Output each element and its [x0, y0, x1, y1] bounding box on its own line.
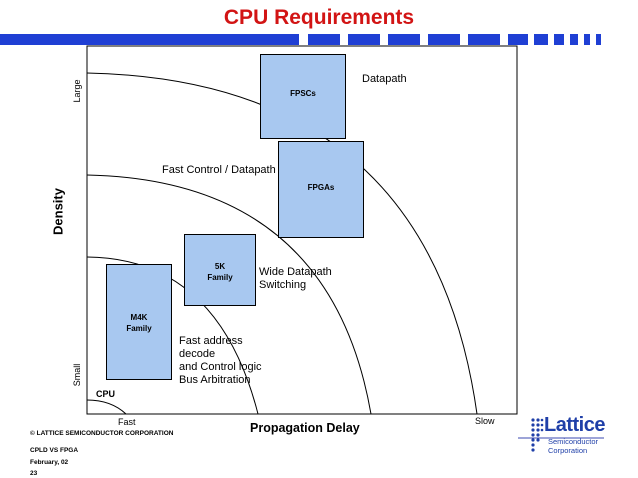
- logo-line1: Semiconductor: [548, 437, 599, 446]
- footer-page: 23: [30, 470, 38, 477]
- header-bar-seg: [468, 34, 500, 45]
- header-bar-seg: [554, 34, 564, 45]
- box-m4k-line2: Family: [126, 324, 152, 333]
- region-addr-line3: and Control logic: [179, 361, 262, 373]
- header-bar-seg: [388, 34, 420, 45]
- footer-date: February, 02: [30, 459, 69, 466]
- region-datapath: Datapath: [362, 73, 407, 85]
- header-bar-seg: [596, 34, 601, 45]
- cpu-label: CPU: [96, 389, 116, 399]
- header-bar-seg: [508, 34, 528, 45]
- header-bar-seg: [348, 34, 380, 45]
- region-addr-line2: decode: [179, 348, 216, 360]
- y-axis-bottom-label: Small: [72, 363, 82, 387]
- box-m4k-family: M4K Family: [106, 264, 172, 380]
- box-5k-line2: Family: [207, 273, 233, 282]
- box-fpgas-label: FPGAs: [307, 183, 335, 192]
- y-axis-top-label: Large: [72, 79, 82, 103]
- logo-line2: Corporation: [548, 446, 588, 455]
- box-5k-line1: 5K: [214, 262, 226, 271]
- logo-dots: [530, 417, 544, 453]
- arc-cpu: [86, 399, 127, 415]
- region-wide-line1: Wide Datapath: [259, 266, 332, 278]
- box-5k-family: 5K Family: [184, 234, 256, 306]
- box-fpscs-label: FPSCs: [290, 89, 316, 98]
- logo-dot-grid-icon: [531, 418, 544, 452]
- region-addr-line1: Fast address: [179, 335, 243, 347]
- slide-title: CPU Requirements: [223, 6, 415, 29]
- x-axis-slow-label: Slow: [475, 416, 495, 426]
- region-addr-line4: Bus Arbitration: [179, 374, 251, 386]
- box-fpscs: FPSCs: [260, 54, 346, 139]
- region-wide-line2: Switching: [259, 279, 307, 291]
- plot-frame: [86, 45, 518, 415]
- x-axis-fast-label: Fast: [118, 417, 136, 427]
- region-fast-control: Fast Control / Datapath: [162, 164, 276, 176]
- lattice-logo: Lattice Semiconductor Corporation: [530, 413, 614, 457]
- header-bar-seg: [570, 34, 578, 45]
- header-bar: [0, 34, 638, 45]
- header-bar-seg: [534, 34, 548, 45]
- y-axis-title: Density: [50, 188, 66, 235]
- footer-subject: CPLD VS FPGA: [30, 447, 79, 454]
- box-fpgas: FPGAs: [278, 141, 364, 238]
- box-m4k-line1: M4K: [130, 313, 148, 322]
- header-bar-seg: [428, 34, 460, 45]
- header-bar-seg: [308, 34, 340, 45]
- x-axis-title: Propagation Delay: [250, 421, 360, 435]
- logo-word: Lattice: [544, 414, 605, 436]
- header-bar-long: [0, 34, 299, 45]
- header-bar-seg: [584, 34, 590, 45]
- footer-copyright: © LATTICE SEMICONDUCTOR CORPORATION: [30, 430, 174, 437]
